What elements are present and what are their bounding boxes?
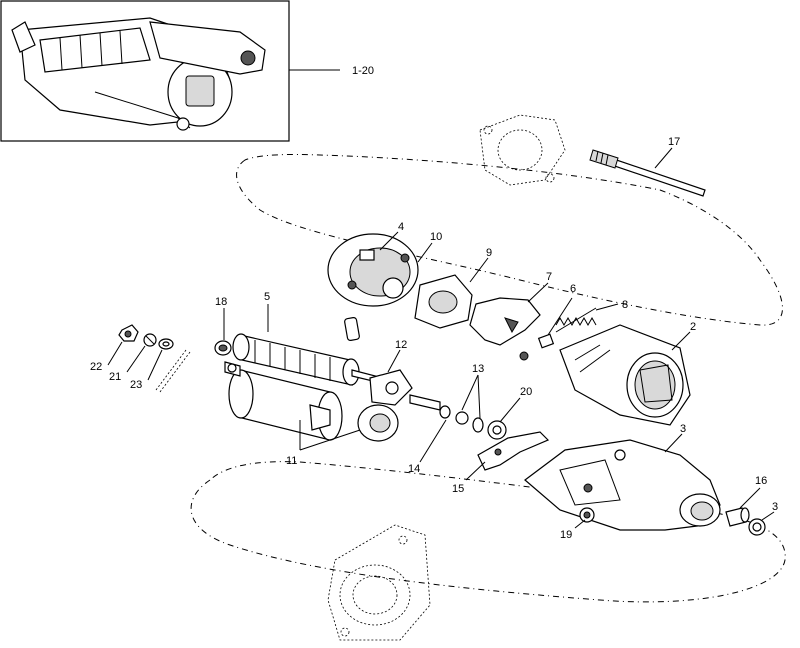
brush-holder [469, 297, 541, 346]
leader-20 [499, 397, 521, 423]
leader-2 [671, 331, 691, 351]
label-3b: 3 [772, 501, 778, 513]
shift-fork [477, 431, 550, 471]
brush [519, 333, 555, 361]
brush-plate [414, 274, 473, 329]
leader-7 [527, 282, 549, 303]
leader-14 [419, 419, 447, 463]
label-21: 21 [109, 371, 121, 383]
drive-housing [524, 439, 721, 531]
gasket-bottom [327, 524, 431, 641]
assembled-starter-inset [0, 0, 290, 142]
label-18: 18 [215, 296, 227, 308]
label-5: 5 [264, 291, 270, 303]
bushing-16 [725, 507, 750, 527]
solenoid [224, 361, 399, 442]
leader-21 [126, 345, 146, 373]
label-22: 22 [90, 361, 102, 373]
label-9: 9 [486, 247, 492, 259]
bolt-19 [579, 507, 595, 523]
label-8: 8 [622, 299, 628, 311]
through-bolt [589, 149, 706, 197]
nut-22 [118, 324, 139, 342]
motor-housing [559, 324, 691, 426]
label-14: 14 [408, 463, 420, 475]
leader-4 [379, 231, 399, 251]
label-19: 19 [560, 529, 572, 541]
assembled-starter-drawing [11, 17, 266, 131]
label-17: 17 [668, 136, 680, 148]
leader-13a [461, 374, 479, 411]
label-16: 16 [755, 475, 767, 487]
upper-group-outline [236, 154, 783, 326]
label-12: 12 [395, 339, 407, 351]
leader-11b [299, 429, 361, 451]
retaining-rings [439, 405, 484, 433]
label-7: 7 [546, 271, 552, 283]
leader-16 [739, 487, 761, 509]
label-11: 11 [286, 455, 297, 467]
ring-3b [748, 518, 766, 536]
label-13: 13 [472, 363, 484, 375]
label-10: 10 [430, 231, 442, 243]
leader-23 [147, 349, 163, 381]
rubber-plug [214, 340, 232, 356]
label-20: 20 [520, 386, 532, 398]
washer-21 [143, 333, 157, 347]
gasket-top [479, 114, 566, 186]
leader-9 [469, 257, 489, 283]
leader-8 [595, 303, 619, 311]
stud-23 [155, 349, 191, 393]
leader-12 [387, 349, 401, 373]
spring [555, 307, 597, 333]
label-1-20: 1-20 [352, 65, 374, 77]
leader-22 [107, 341, 123, 366]
label-4: 4 [398, 221, 404, 233]
leader-3b [761, 511, 775, 521]
leader-15 [465, 461, 486, 481]
end-cap [327, 233, 419, 307]
leader-6 [547, 297, 573, 336]
label-2: 2 [690, 321, 696, 333]
washer-20 [487, 420, 507, 440]
washer-plain [158, 338, 174, 350]
leader-10 [417, 242, 433, 263]
drive-lever [369, 369, 441, 411]
leader-13b [477, 374, 481, 419]
small-pin [344, 317, 360, 341]
leader-17 [654, 147, 673, 169]
leader-3a [664, 433, 683, 453]
leader-19 [574, 519, 586, 529]
label-3a: 3 [680, 423, 686, 435]
label-6: 6 [570, 283, 576, 295]
label-23: 23 [130, 379, 142, 391]
label-15: 15 [452, 483, 464, 495]
